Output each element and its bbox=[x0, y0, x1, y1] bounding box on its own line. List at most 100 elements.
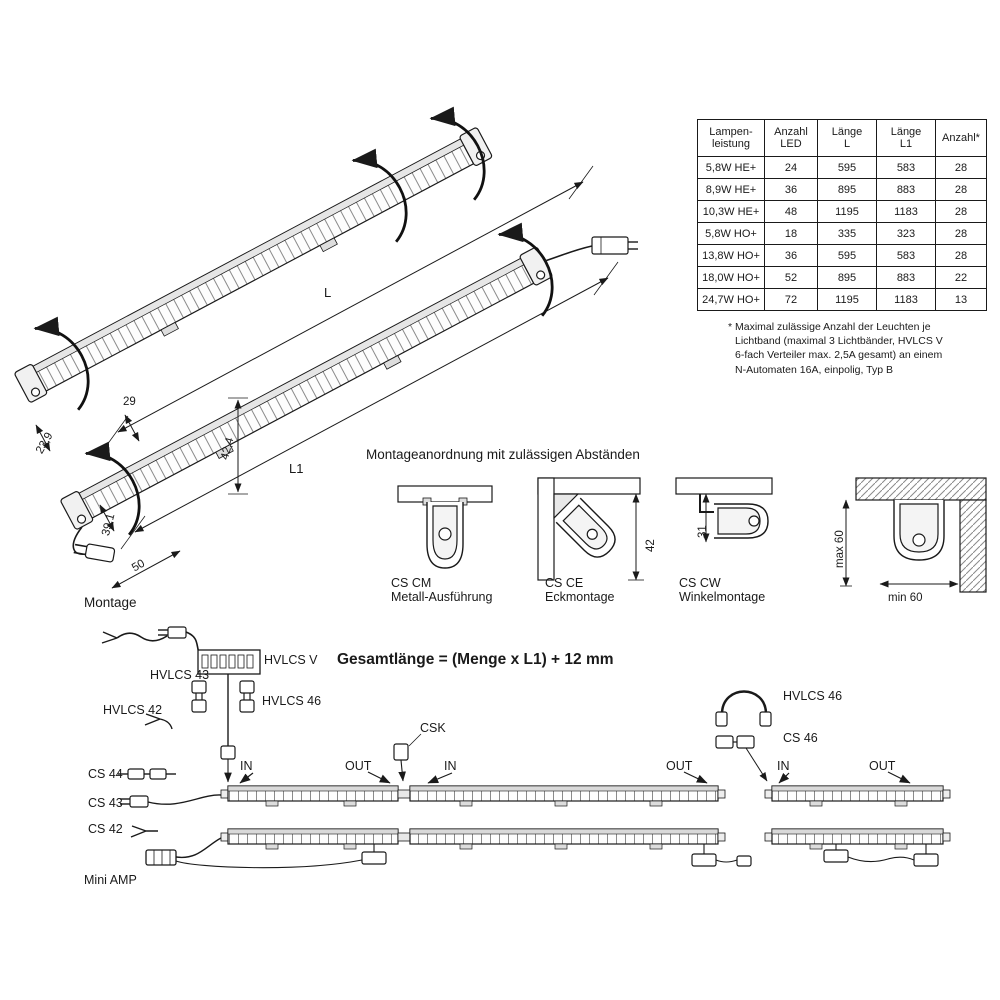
table-row: 18,0W HO+ 52 895 883 22 bbox=[697, 266, 987, 289]
col-header-laenge-l1: Länge L1 bbox=[876, 119, 936, 157]
cell-led: 36 bbox=[764, 244, 818, 267]
montage-section-label: Montage bbox=[84, 595, 137, 610]
power-plug-icon bbox=[72, 526, 116, 563]
mounting-diagram-csce bbox=[537, 477, 644, 581]
dim-label-min60: min 60 bbox=[888, 592, 923, 604]
table-row: 10,3W HE+ 48 1195 1183 28 bbox=[697, 200, 987, 223]
cell-led: 24 bbox=[764, 156, 818, 179]
hvlcs42-wire-icon bbox=[144, 713, 173, 730]
cell-laenge-l: 895 bbox=[817, 178, 877, 201]
cell-laenge-l1: 583 bbox=[876, 156, 936, 179]
mounting-diagram-cscm bbox=[397, 485, 493, 569]
dim-label-31: 31 bbox=[697, 525, 709, 538]
accessory-label-hvlcs-46: HVLCS 46 bbox=[262, 694, 322, 708]
table-row: 24,7W HO+ 72 1195 1183 13 bbox=[697, 288, 987, 311]
cell-laenge-l: 1195 bbox=[817, 200, 877, 223]
col-header-anzahl: Anzahl* bbox=[935, 119, 987, 157]
accessory-label-cs-44: CS 44 bbox=[88, 767, 123, 781]
accessory-label-hvlcs-42: HVLCS 42 bbox=[103, 703, 163, 717]
dim-label-42: 42 bbox=[645, 539, 657, 552]
accessory-label-hvlcs-v: HVLCS V bbox=[264, 653, 318, 667]
table-footnote: * Maximal zulässige Anzahl der Leuchten … bbox=[728, 321, 943, 376]
dim-label-l: L bbox=[324, 285, 332, 300]
cell-led: 36 bbox=[764, 178, 818, 201]
table-header-row: Lampen- leistung Anzahl LED Länge L Läng… bbox=[697, 119, 987, 157]
cell-laenge-l1: 583 bbox=[876, 244, 936, 267]
chain-label-out-2: OUT bbox=[666, 759, 693, 773]
accessory-label-cs-42: CS 42 bbox=[88, 822, 123, 836]
lightband-chain bbox=[220, 785, 951, 850]
cell-laenge-l1: 1183 bbox=[876, 200, 936, 223]
table-row: 5,8W HE+ 24 595 583 28 bbox=[697, 156, 987, 179]
spec-table-wrap: Lampen- leistung Anzahl LED Länge L Läng… bbox=[697, 119, 987, 311]
hvlcs46-plug-icon bbox=[239, 680, 255, 713]
csce-desc-label: Eckmontage bbox=[545, 590, 615, 604]
cscm-desc-label: Metall-Ausführung bbox=[391, 590, 493, 604]
cell-power: 18,0W HO+ bbox=[697, 266, 765, 289]
cell-power: 13,8W HO+ bbox=[697, 244, 765, 267]
in-out-arrows bbox=[239, 771, 911, 784]
cs42-wire-icon bbox=[130, 825, 158, 838]
chain-label-cs-46: CS 46 bbox=[783, 731, 818, 745]
cell-led: 48 bbox=[764, 200, 818, 223]
col-header-power: Lampen- leistung bbox=[697, 119, 765, 157]
cs46-connector-icon bbox=[715, 735, 768, 782]
cell-led: 72 bbox=[764, 288, 818, 311]
accessory-label-cs-43: CS 43 bbox=[88, 796, 123, 810]
cell-laenge-l1: 1183 bbox=[876, 288, 936, 311]
cell-laenge-l1: 323 bbox=[876, 222, 936, 245]
cell-laenge-l1: 883 bbox=[876, 266, 936, 289]
end-connector-icon bbox=[544, 236, 638, 262]
col-header-led: Anzahl LED bbox=[764, 119, 818, 157]
dim-label-max60: max 60 bbox=[834, 530, 846, 568]
cell-power: 5,8W HE+ bbox=[697, 156, 765, 179]
cs43-plug-icon bbox=[120, 794, 222, 808]
hvlcs43-plug-icon bbox=[191, 680, 207, 713]
cell-anzahl: 28 bbox=[935, 222, 987, 245]
cell-anzahl: 28 bbox=[935, 156, 987, 179]
cell-anzahl: 28 bbox=[935, 244, 987, 267]
cs44-connector-icon bbox=[118, 768, 176, 780]
accessory-label-hvlcs-43: HVLCS 43 bbox=[150, 668, 210, 682]
luminaire-drawing-upper bbox=[14, 105, 499, 410]
cell-power: 8,9W HE+ bbox=[697, 178, 765, 201]
table-row: 5,8W HO+ 18 335 323 28 bbox=[697, 222, 987, 245]
chain-label-in-2: IN bbox=[444, 759, 457, 773]
chain-label-out-1: OUT bbox=[345, 759, 372, 773]
cell-laenge-l: 895 bbox=[817, 266, 877, 289]
dim-label-l1: L1 bbox=[289, 461, 304, 476]
mains-cable-icon bbox=[101, 631, 168, 644]
cell-anzahl: 13 bbox=[935, 288, 987, 311]
cell-power: 24,7W HO+ bbox=[697, 288, 765, 311]
table-row: 8,9W HE+ 36 895 883 28 bbox=[697, 178, 987, 201]
cell-anzahl: 22 bbox=[935, 266, 987, 289]
hvlcs-v-feed-plug-icon bbox=[158, 626, 203, 657]
col-header-laenge-l: Länge L bbox=[817, 119, 877, 157]
cell-power: 10,3W HE+ bbox=[697, 200, 765, 223]
cell-laenge-l: 335 bbox=[817, 222, 877, 245]
chain-label-in-3: IN bbox=[777, 759, 790, 773]
cell-laenge-l: 595 bbox=[817, 244, 877, 267]
chain-label-csk: CSK bbox=[420, 721, 446, 735]
accessory-label-mini-amp: Mini AMP bbox=[84, 873, 137, 887]
cell-led: 52 bbox=[764, 266, 818, 289]
dimension-lines bbox=[35, 165, 619, 589]
mini-amp-icon bbox=[145, 837, 363, 869]
chain-label-hvlcs-46: HVLCS 46 bbox=[783, 689, 843, 703]
cell-led: 18 bbox=[764, 222, 818, 245]
cell-laenge-l: 595 bbox=[817, 156, 877, 179]
chain-label-out-3: OUT bbox=[869, 759, 896, 773]
cell-laenge-l1: 883 bbox=[876, 178, 936, 201]
total-length-formula: Gesamtlänge = (Menge x L1) + 12 mm bbox=[337, 651, 614, 668]
hvlcs46-jumper-icon bbox=[715, 690, 772, 727]
mounting-diagram-niche bbox=[840, 477, 987, 593]
dim-label-29: 29 bbox=[123, 396, 136, 408]
mounting-diagram-cscw bbox=[675, 477, 773, 543]
chain-label-in-1: IN bbox=[240, 759, 253, 773]
cell-power: 5,8W HO+ bbox=[697, 222, 765, 245]
cell-anzahl: 28 bbox=[935, 200, 987, 223]
cell-laenge-l: 1195 bbox=[817, 288, 877, 311]
hvlcs-v-distributor-icon bbox=[197, 649, 261, 783]
csk-connector-icon bbox=[393, 733, 422, 782]
